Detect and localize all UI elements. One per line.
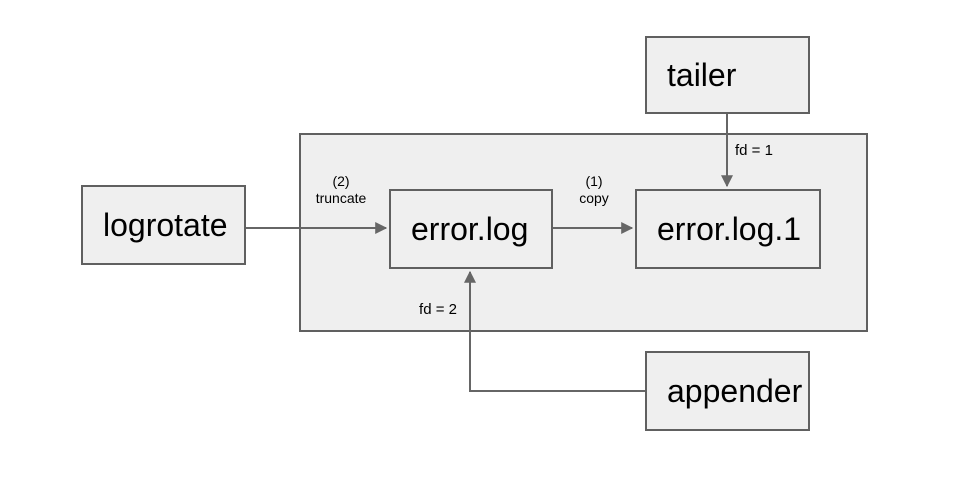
node-error-log-label: error.log: [411, 210, 529, 247]
edge-label-fd2: fd = 2: [419, 301, 457, 318]
edge-label-copy-line2: copy: [579, 190, 609, 206]
node-logrotate-label: logrotate: [103, 206, 228, 243]
node-error-log-1: error.log.1: [635, 189, 821, 269]
edge-label-copy: (1) copy: [544, 173, 644, 207]
edge-label-truncate: (2) truncate: [291, 173, 391, 207]
node-tailer: tailer: [645, 36, 810, 114]
node-appender: appender: [645, 351, 810, 431]
node-error-log-1-label: error.log.1: [657, 210, 802, 247]
edge-label-copy-line1: (1): [585, 173, 603, 189]
node-appender-label: appender: [667, 372, 803, 409]
edge-label-truncate-line2: truncate: [315, 190, 367, 206]
node-tailer-label: tailer: [667, 56, 737, 93]
edge-label-fd1: fd = 1: [735, 142, 773, 159]
node-error-log: error.log: [389, 189, 553, 269]
edge-label-truncate-line1: (2): [332, 173, 350, 189]
node-logrotate: logrotate: [81, 185, 246, 265]
